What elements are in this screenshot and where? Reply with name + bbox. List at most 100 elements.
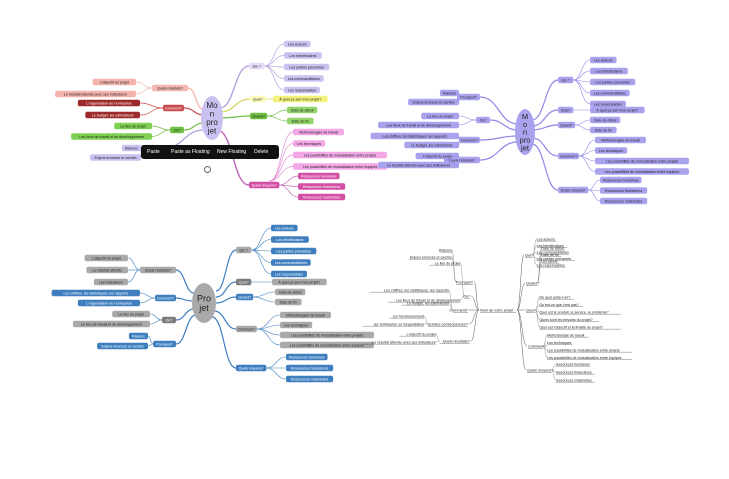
q4-ou[interactable]: Où? xyxy=(463,294,470,298)
q1-qui-item[interactable] xyxy=(284,75,324,82)
q4-comment[interactable]: Comment? xyxy=(528,344,547,348)
q1-comment-item[interactable] xyxy=(85,111,140,119)
q1-resultats-item[interactable] xyxy=(55,90,137,98)
q2-quand-item[interactable] xyxy=(590,116,621,124)
q4-qui[interactable]: Qui? xyxy=(525,253,533,257)
q1-pourquoi-item[interactable] xyxy=(90,154,141,161)
q4-quoi-item[interactable]: Quel est le produit, le service, le prob… xyxy=(540,310,609,314)
q1-qui-item[interactable] xyxy=(284,63,330,71)
q4-qui-item[interactable]: Les parties prenantes xyxy=(537,257,572,261)
q1-pourquoi-item[interactable] xyxy=(121,144,141,152)
q3-qui-item[interactable] xyxy=(271,247,317,255)
q4-consequences[interactable]: Quelles conséquences? xyxy=(427,322,468,326)
q3-qui-item[interactable] xyxy=(271,259,311,266)
q3-quand-item[interactable] xyxy=(275,298,302,306)
q3-ou-item[interactable] xyxy=(72,320,150,328)
q1-qui-item[interactable] xyxy=(284,86,320,94)
q4-pourquoi[interactable]: Pourquoi? xyxy=(456,280,473,284)
q4-quand[interactable]: Quand? xyxy=(526,281,540,285)
q3-moyens-item[interactable] xyxy=(286,375,334,383)
q1-comment[interactable] xyxy=(163,104,184,112)
q1-moyens-item[interactable] xyxy=(293,151,387,159)
q3-resultats-item[interactable] xyxy=(93,278,128,286)
q4-quoi-item[interactable]: Qu'est-ce que c'est pas? xyxy=(540,303,579,307)
q4-ou-item[interactable]: Les lieux de travail et de développement xyxy=(396,298,460,302)
q4-qui-item[interactable]: Les commanditaires xyxy=(537,250,569,254)
q2-ou[interactable] xyxy=(476,116,490,124)
q3-pourquoi-item[interactable] xyxy=(97,342,148,350)
q3-qui-item[interactable] xyxy=(271,270,307,278)
q4-moyens-item[interactable]: ressources matérielles xyxy=(556,378,592,382)
q1-quoi[interactable] xyxy=(250,95,266,103)
q3-resultats-item[interactable] xyxy=(84,254,128,262)
q2-comment-item[interactable] xyxy=(595,147,628,154)
q2-quoi-text[interactable] xyxy=(590,106,645,114)
q4-consequences-item[interactable]: sur l'environnement xyxy=(393,314,424,318)
q2-comment-item[interactable] xyxy=(370,132,459,140)
q1-quand-item[interactable] xyxy=(287,117,314,125)
q4-moyens-item[interactable]: ressources financières xyxy=(556,370,592,374)
q2-ou-item[interactable] xyxy=(378,121,459,129)
q4-pourquoi-item[interactable]: Raisons xyxy=(439,248,452,252)
q1-res-item[interactable] xyxy=(298,172,340,180)
q4-moyens-item[interactable]: ressources humaines xyxy=(556,362,590,366)
q1-res-item[interactable] xyxy=(298,183,346,190)
q2-resultats-item[interactable] xyxy=(415,152,459,160)
q4-pourquoi-item[interactable]: Enjeux énoncés et cachés xyxy=(410,255,452,259)
q4-quand-item[interactable]: Les jalons xyxy=(541,259,557,263)
q1-ou-item[interactable] xyxy=(71,133,152,140)
q3-qui-item[interactable] xyxy=(271,236,309,243)
q1-qui[interactable] xyxy=(249,62,265,70)
q4-quoi[interactable]: Quoi? xyxy=(526,308,536,312)
q4-comment[interactable]: Comment? xyxy=(449,308,468,312)
q2-comment[interactable] xyxy=(558,152,579,160)
q2-qui-item[interactable] xyxy=(590,100,626,108)
q3-ou-item[interactable] xyxy=(112,310,150,318)
q3-moyens-item[interactable] xyxy=(286,353,328,361)
q2-resultats-item[interactable] xyxy=(378,161,459,169)
q2-pourquoi-item[interactable] xyxy=(408,98,459,106)
q1-ou-item[interactable] xyxy=(114,122,152,130)
q2-qui-item[interactable] xyxy=(590,89,630,97)
q2-moyens[interactable] xyxy=(558,186,589,194)
q3-comment-item[interactable] xyxy=(280,311,331,319)
q2-quoi[interactable] xyxy=(558,106,574,114)
q2-quand-item[interactable] xyxy=(590,126,617,134)
q3-quoi-text[interactable] xyxy=(272,278,327,286)
q4-quand-item[interactable]: Date de fin xyxy=(541,253,558,257)
q3-ou[interactable] xyxy=(162,316,176,324)
q3-quand-item[interactable] xyxy=(275,288,306,296)
q4-comment-item[interactable]: Les chiffres, les statistiques, les rapp… xyxy=(384,288,449,292)
q4-comment-item[interactable]: Les possibilités de mutualisation entre … xyxy=(547,356,622,360)
q4-comment-item[interactable]: Méthodologie de travail xyxy=(547,333,584,337)
q1-quand-item[interactable] xyxy=(287,106,318,114)
q2-quand[interactable] xyxy=(558,121,576,129)
q3-quoi[interactable] xyxy=(236,278,252,286)
q2-comment[interactable] xyxy=(459,136,480,144)
context-menu-delete[interactable]: Delete xyxy=(254,149,269,155)
q3-comment-item[interactable] xyxy=(280,321,313,329)
q3-comment-item[interactable] xyxy=(280,341,374,349)
q4-qui-item[interactable]: Les responsables xyxy=(537,263,565,267)
q3-comment[interactable] xyxy=(155,294,176,302)
q4-consequences-item[interactable]: sur l'entreprise ou l'organisation xyxy=(374,322,425,326)
q2-moyens-item[interactable] xyxy=(600,197,648,205)
q3-comment-item[interactable] xyxy=(77,299,140,307)
q4-qui-item[interactable]: Les bénéficiaires xyxy=(537,244,564,248)
q3-qui-item[interactable] xyxy=(271,224,298,232)
q3-comment-item[interactable] xyxy=(280,331,374,339)
q2-ou-item[interactable] xyxy=(421,112,459,120)
q2-comment-item[interactable] xyxy=(595,157,689,165)
q2-comment-item[interactable] xyxy=(595,136,646,144)
q4-comment-item[interactable]: Les techniques xyxy=(547,341,571,345)
context-menu-paste[interactable]: Paste xyxy=(147,149,160,155)
q1-moyens-item[interactable] xyxy=(293,163,387,170)
q2-qui[interactable] xyxy=(558,76,574,84)
q3-qui[interactable] xyxy=(236,246,252,254)
q1-resultats[interactable] xyxy=(152,84,188,92)
q2-qui-item[interactable] xyxy=(590,56,617,64)
q1-ou[interactable] xyxy=(170,126,184,134)
q4-quand-item[interactable]: Date de début xyxy=(541,246,564,250)
q2-comment-item[interactable] xyxy=(595,168,689,175)
q4-comment-item[interactable]: Le budget, les estimations xyxy=(407,301,449,305)
